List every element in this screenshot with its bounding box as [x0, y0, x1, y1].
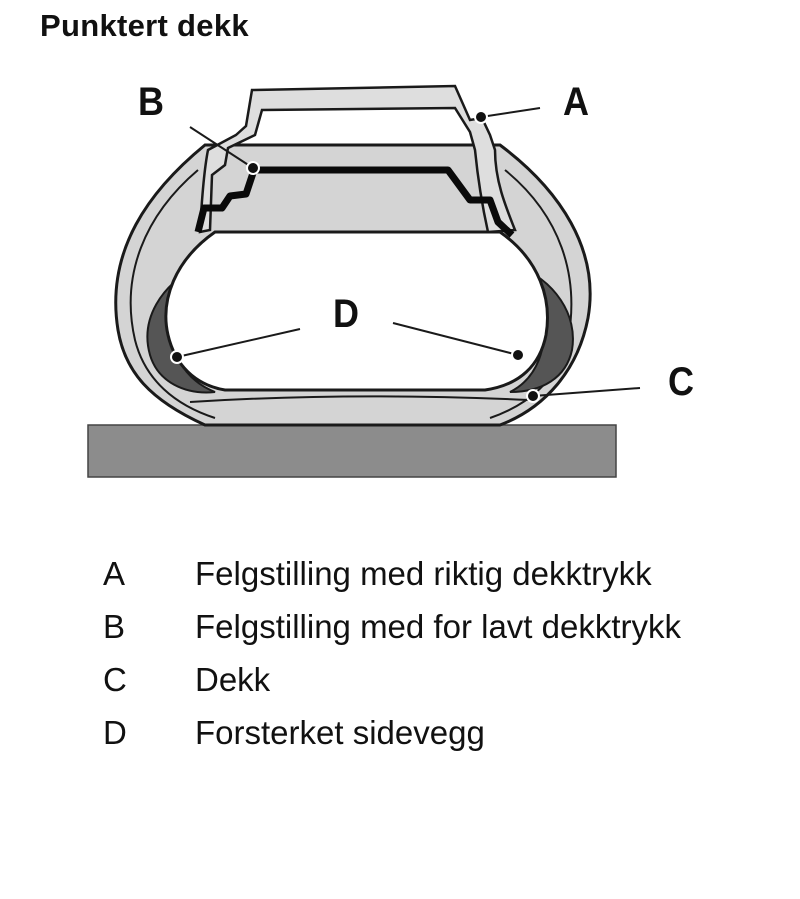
legend-text: Felgstilling med for lavt dekktrykk: [195, 608, 681, 645]
callout-dot-c: [526, 389, 540, 403]
legend: A Felgstilling med riktig dekktrykk B Felg…: [103, 552, 723, 764]
legend-key: C: [103, 661, 127, 698]
callout-label-d: D: [333, 292, 360, 336]
callout-label-a: A: [563, 80, 590, 124]
page-title: Punktert dekk: [40, 8, 249, 43]
legend-key: D: [103, 714, 127, 751]
legend-item: D Forsterket sidevegg: [103, 711, 723, 755]
legend-key: B: [103, 608, 126, 645]
callout-dot-d-right: [511, 348, 525, 362]
legend-item: A Felgstilling med riktig dekktrykk: [103, 552, 723, 596]
legend-text: Forsterket sidevegg: [195, 714, 485, 751]
rim-correct-pressure: [198, 84, 517, 234]
callout-dot-a: [474, 110, 488, 124]
legend-text: Dekk: [195, 661, 271, 698]
tire-tread: [189, 395, 531, 403]
callout-dot-d-left: [170, 350, 184, 364]
ground: [87, 424, 617, 478]
tire-diagram: [87, 84, 641, 478]
tire-cavity: [164, 230, 549, 392]
callout-label-b: B: [138, 80, 165, 124]
legend-key: A: [103, 555, 126, 592]
legend-item: B Felgstilling med for lavt dekktrykk: [103, 605, 723, 649]
callout-dot-b: [246, 161, 260, 175]
callout-label-c: C: [668, 360, 695, 404]
legend-text: Felgstilling med riktig dekktrykk: [195, 555, 652, 592]
legend-item: C Dekk: [103, 658, 723, 702]
